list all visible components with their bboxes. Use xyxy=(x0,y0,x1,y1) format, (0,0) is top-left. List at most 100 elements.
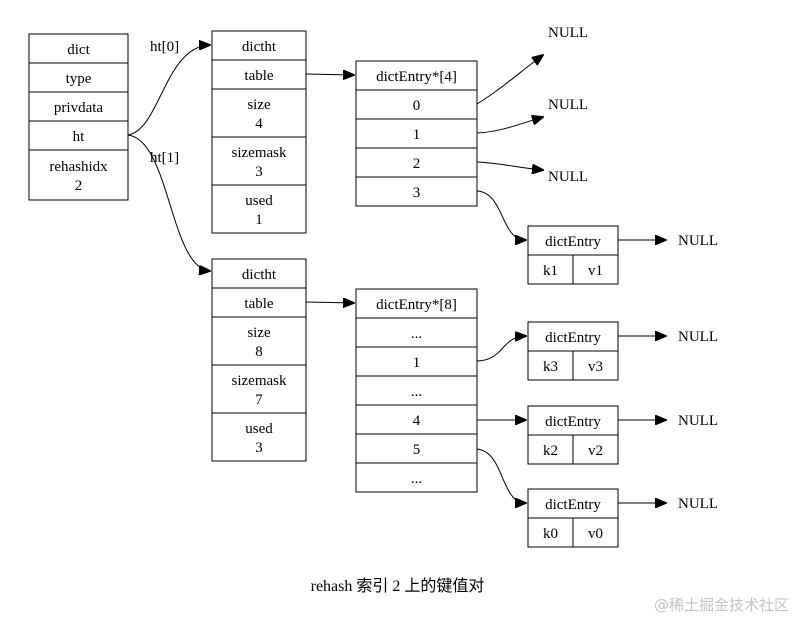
null-label: NULL xyxy=(548,25,588,41)
edge-slot3-entry xyxy=(476,190,526,240)
ht0-sizemask-value: 3 xyxy=(255,164,263,180)
ht0-size-label: size xyxy=(247,97,271,113)
entry-key: k1 xyxy=(543,263,558,279)
entry-value: v3 xyxy=(588,359,603,375)
entry-title-cell xyxy=(527,321,619,352)
ht0-table-label: table xyxy=(244,68,273,84)
ht0-size-cell xyxy=(211,88,307,138)
table0-slot xyxy=(355,176,478,207)
entry-key-cell xyxy=(527,517,574,548)
ht1-title: dictht xyxy=(242,267,277,283)
table0: dictEntry*[4] 0 1 2 3 xyxy=(355,60,478,207)
ht0-used-cell xyxy=(211,184,307,234)
ht0-title-cell xyxy=(211,30,307,61)
table1-slot xyxy=(355,433,478,464)
null-label: NULL xyxy=(678,496,718,512)
table1-slot xyxy=(355,317,478,348)
ht1-used-cell xyxy=(211,412,307,462)
table1-title: dictEntry*[8] xyxy=(376,297,457,313)
entry-value-cell xyxy=(572,350,619,381)
table0-slot-label: 1 xyxy=(413,127,421,143)
entry-key-cell xyxy=(527,254,574,285)
table0-slot xyxy=(355,89,478,120)
entry-k3: dictEntry k3 v3 xyxy=(527,321,619,381)
watermark: @稀土掘金技术社区 xyxy=(653,596,789,614)
entry-key: k0 xyxy=(543,526,558,542)
ht1-dictht: dictht table size 8 sizemask 7 used 3 xyxy=(211,258,307,462)
table1-slot xyxy=(355,462,478,493)
table0-slot-label: 0 xyxy=(413,98,421,114)
table1-slot xyxy=(355,346,478,377)
entry-value: v0 xyxy=(588,526,603,542)
ht0-used-label: used xyxy=(245,193,273,209)
entry-title: dictEntry xyxy=(545,330,601,346)
edge-ht1 xyxy=(127,134,210,271)
ht1-table-label: table xyxy=(244,296,273,312)
entry-k2: dictEntry k2 v2 xyxy=(527,405,619,465)
dict-ht-label: ht xyxy=(73,129,86,145)
entry-title-cell xyxy=(527,488,619,519)
edge-slot-1-entry xyxy=(476,336,526,362)
null-label: NULL xyxy=(678,329,718,345)
entry-value-cell xyxy=(572,254,619,285)
dict-name-label: dict xyxy=(67,42,90,58)
figure-caption: rehash 索引 2 上的键值对 xyxy=(310,578,485,595)
null-label: NULL xyxy=(548,169,588,185)
edge-ht0 xyxy=(127,45,210,136)
ht0-size-value: 4 xyxy=(255,116,263,132)
edge-slot-5-entry xyxy=(476,448,526,503)
ht1-sizemask-value: 7 xyxy=(255,392,263,408)
dict-cell-type xyxy=(28,62,129,93)
entry-value: v1 xyxy=(588,263,603,279)
entry-value-cell xyxy=(572,517,619,548)
dict-cell-name xyxy=(28,33,129,64)
ht1-size-value: 8 xyxy=(255,344,263,360)
table0-slot xyxy=(355,147,478,178)
entry-key: k3 xyxy=(543,359,558,375)
null-label: NULL xyxy=(678,413,718,429)
ht0-dictht: dictht table size 4 sizemask 3 used 1 xyxy=(211,30,307,234)
ht1-title-cell xyxy=(211,258,307,289)
edge-slot0-null xyxy=(476,55,543,105)
table1-slot xyxy=(355,375,478,406)
dict-rehashidx-label: rehashidx xyxy=(49,159,108,175)
ht1-table-cell xyxy=(211,287,307,318)
edge-slot1-null xyxy=(476,117,543,134)
table1-slot-label: ... xyxy=(411,326,422,342)
entry-k0: dictEntry k0 v0 xyxy=(527,488,619,548)
dict-privdata-label: privdata xyxy=(54,100,103,116)
entry-key-cell xyxy=(527,434,574,465)
edge-ht0-table xyxy=(305,74,354,75)
ht0-used-value: 1 xyxy=(255,212,263,228)
ht0-sizemask-label: sizemask xyxy=(232,145,287,161)
ht1-used-label: used xyxy=(245,421,273,437)
table1: dictEntry*[8] ... 1 ... 4 5 ... xyxy=(355,288,478,493)
dict-cell-rehashidx xyxy=(28,149,129,201)
table1-slot-label: 1 xyxy=(413,355,421,371)
table0-title-cell xyxy=(355,60,478,91)
table0-slot-label: 3 xyxy=(413,185,421,201)
entry-value-cell xyxy=(572,434,619,465)
entry-title: dictEntry xyxy=(545,497,601,513)
ht1-sizemask-label: sizemask xyxy=(232,373,287,389)
ht1-used-value: 3 xyxy=(255,440,263,456)
table1-slot-label: ... xyxy=(411,384,422,400)
null-label: NULL xyxy=(548,97,588,113)
ht1-size-label: size xyxy=(247,325,271,341)
table1-slot-label: ... xyxy=(411,471,422,487)
dict-struct: dict type privdata ht rehashidx 2 xyxy=(28,33,129,201)
table0-slot xyxy=(355,118,478,149)
entry-key: k2 xyxy=(543,443,558,459)
table1-slot-label: 5 xyxy=(413,442,421,458)
edge-ht0-label: ht[0] xyxy=(150,39,179,55)
entry-title: dictEntry xyxy=(545,414,601,430)
edge-slot2-null xyxy=(476,161,543,170)
table0-slot-label: 2 xyxy=(413,156,421,172)
entry-k1: dictEntry k1 v1 xyxy=(527,225,619,285)
entry-title: dictEntry xyxy=(545,234,601,250)
ht1-sizemask-cell xyxy=(211,364,307,414)
edge-ht1-label: ht[1] xyxy=(150,150,179,166)
dict-rehashidx-value: 2 xyxy=(75,178,83,194)
table0-title: dictEntry*[4] xyxy=(376,69,457,85)
